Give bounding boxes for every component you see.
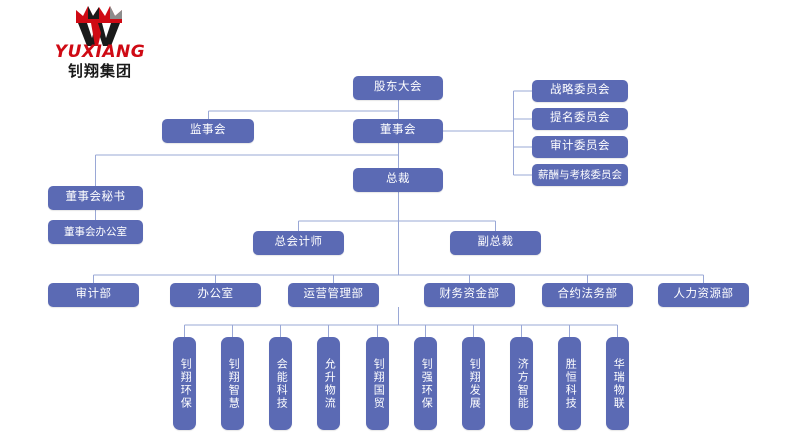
node-finance-funds-dept[interactable]: 财务资金部 [424,283,515,307]
node-label: 人力资源部 [673,288,734,301]
node-label: 钊强环保 [420,357,433,410]
node-audit-dept[interactable]: 审计部 [48,283,139,307]
node-shareholders-meeting[interactable]: 股东大会 [353,76,443,100]
node-jifang-intelligent[interactable]: 济方智能 [510,337,533,430]
node-yuxiang-development[interactable]: 钊翔发展 [462,337,485,430]
node-label: 合约法务部 [557,288,618,301]
node-label: 钊翔环保 [179,357,192,410]
node-huineng-technology[interactable]: 会能科技 [269,337,292,430]
node-human-resources-dept[interactable]: 人力资源部 [658,283,749,307]
node-shengheng-technology[interactable]: 胜恒科技 [558,337,581,430]
company-logo: YUXIANG 钊翔集团 [40,4,160,80]
node-yuxiang-international-trade[interactable]: 钊翔国贸 [366,337,389,430]
node-yuxiang-environmental[interactable]: 钊翔环保 [173,337,196,430]
node-label: 钊翔智慧 [227,357,240,410]
node-label: 允升物流 [323,357,336,410]
node-strategy-committee[interactable]: 战略委员会 [532,80,628,102]
node-label: 财务资金部 [439,288,500,301]
node-nomination-committee[interactable]: 提名委员会 [532,108,628,130]
node-label: 提名委员会 [550,112,610,125]
node-label: 董事会秘书 [65,191,126,204]
node-supervisory-board[interactable]: 监事会 [162,119,254,143]
logo-wordmark: YUXIANG [54,42,146,62]
node-label: 总裁 [386,173,410,186]
node-label: 钊翔国贸 [372,357,385,410]
node-label: 董事会办公室 [64,225,127,238]
node-vice-president[interactable]: 副总裁 [450,231,541,255]
node-remuneration-committee[interactable]: 薪酬与考核委员会 [532,164,628,186]
node-yuxiang-intelligence[interactable]: 钊翔智慧 [221,337,244,430]
node-label: 会能科技 [275,357,288,410]
yuxiang-crown-logo-icon [76,6,122,46]
node-president[interactable]: 总裁 [353,168,443,192]
node-label: 审计委员会 [550,140,610,153]
node-chief-accountant[interactable]: 总会计师 [253,231,344,255]
node-label: 薪酬与考核委员会 [538,168,622,181]
node-office-dept[interactable]: 办公室 [170,283,261,307]
node-label: 济方智能 [516,357,529,410]
node-label: 董事会 [380,124,416,137]
node-label: 运营管理部 [303,288,364,301]
node-contract-legal-dept[interactable]: 合约法务部 [542,283,633,307]
node-board-office[interactable]: 董事会办公室 [48,220,143,244]
node-label: 副总裁 [477,236,514,249]
node-huarui-iot[interactable]: 华瑞物联 [606,337,629,430]
node-yuqiang-environmental[interactable]: 钊强环保 [414,337,437,430]
node-label: 股东大会 [374,81,422,94]
node-label: 华瑞物联 [612,357,625,410]
node-board-of-directors[interactable]: 董事会 [353,119,443,143]
node-label: 战略委员会 [550,84,610,97]
node-label: 钊翔发展 [468,357,481,410]
node-label: 监事会 [190,124,226,137]
node-label: 办公室 [197,288,234,301]
logo-company-name: 钊翔集团 [67,63,132,80]
node-label: 胜恒科技 [564,357,577,410]
node-yunsheng-logistics[interactable]: 允升物流 [317,337,340,430]
node-audit-committee[interactable]: 审计委员会 [532,136,628,158]
node-operations-management-dept[interactable]: 运营管理部 [288,283,379,307]
node-label: 审计部 [75,288,112,301]
node-label: 总会计师 [274,236,323,249]
node-board-secretary[interactable]: 董事会秘书 [48,186,143,210]
